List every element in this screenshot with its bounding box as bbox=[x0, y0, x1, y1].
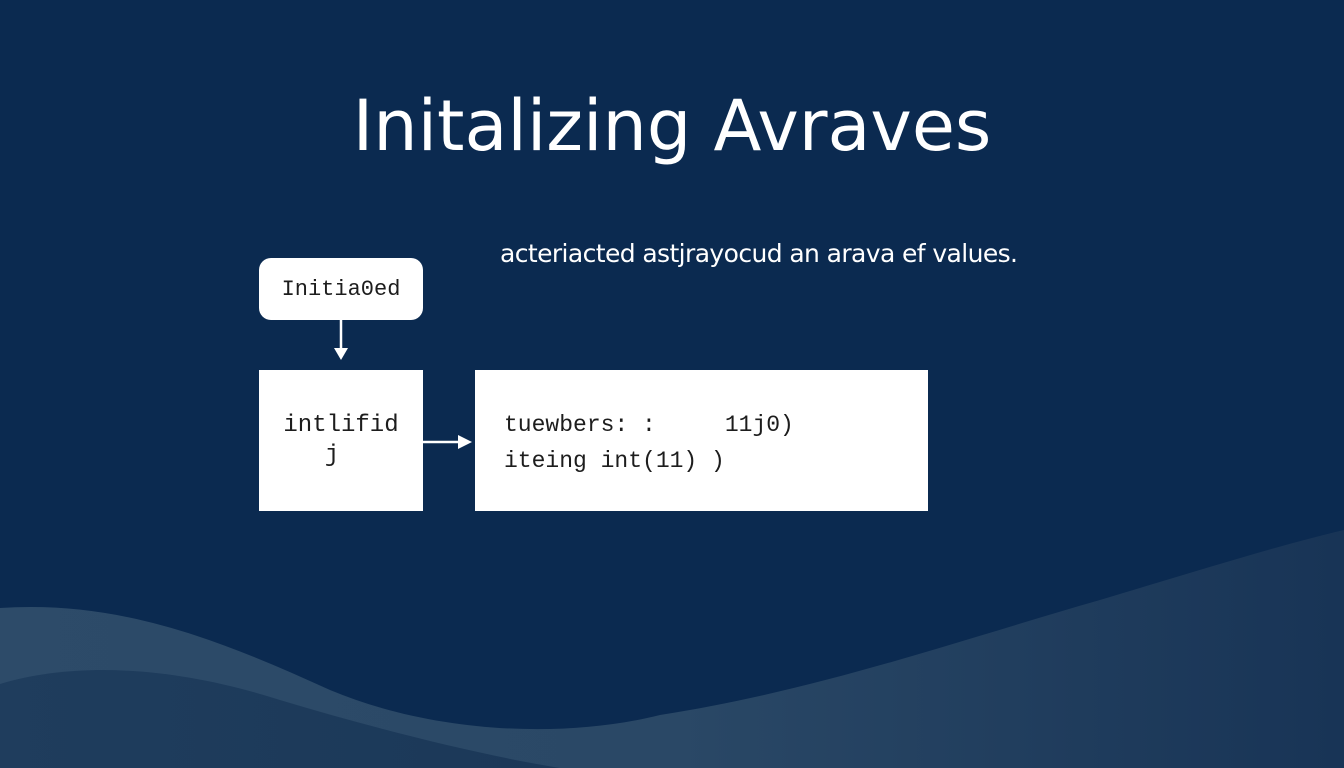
node-intlifid-line-2: j bbox=[324, 441, 340, 469]
node-initialized: Initia0ed bbox=[259, 258, 423, 320]
node-intlifid-line-1: intlifid bbox=[283, 411, 399, 439]
arrow-right-icon bbox=[423, 435, 472, 449]
page-title: Initalizing Avraves bbox=[352, 85, 992, 167]
subtitle-description: acteriacted astjrayocud an arava ef valu… bbox=[500, 239, 1018, 268]
node-intlifid: intlifid j bbox=[259, 370, 423, 511]
wave-dark bbox=[0, 670, 560, 768]
code-line-1: tuewbers: : 11j0) bbox=[504, 412, 794, 438]
node-code-block: tuewbers: : 11j0) iteing int(11) ) bbox=[475, 370, 928, 511]
node-initialized-label: Initia0ed bbox=[281, 276, 401, 302]
arrow-down-icon bbox=[334, 320, 348, 360]
wave-light bbox=[0, 530, 1344, 768]
code-line-2: iteing int(11) ) bbox=[504, 448, 725, 474]
